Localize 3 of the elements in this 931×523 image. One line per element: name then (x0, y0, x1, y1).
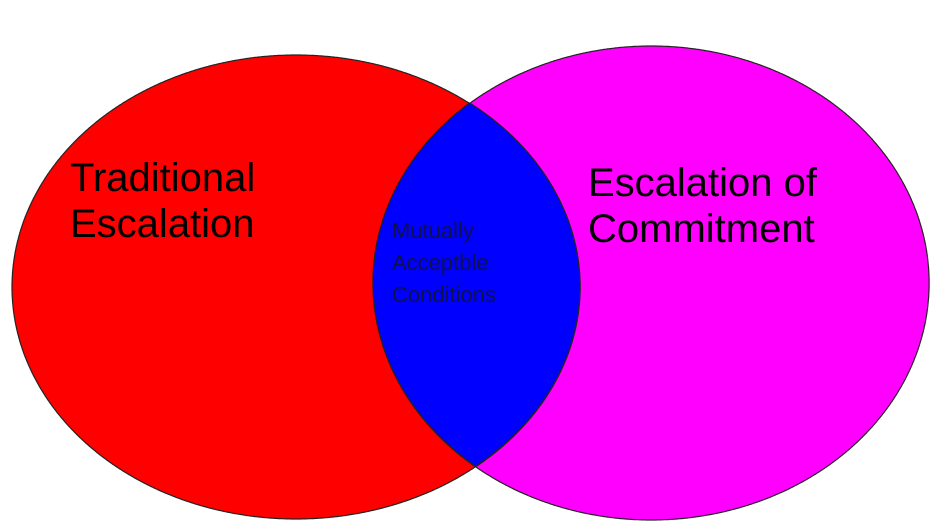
node-label: Mutually Acceptble Conditions (392, 216, 497, 309)
node-label: Traditional Escalation (70, 155, 256, 247)
node-label: Escalation of Commitment (588, 160, 818, 252)
